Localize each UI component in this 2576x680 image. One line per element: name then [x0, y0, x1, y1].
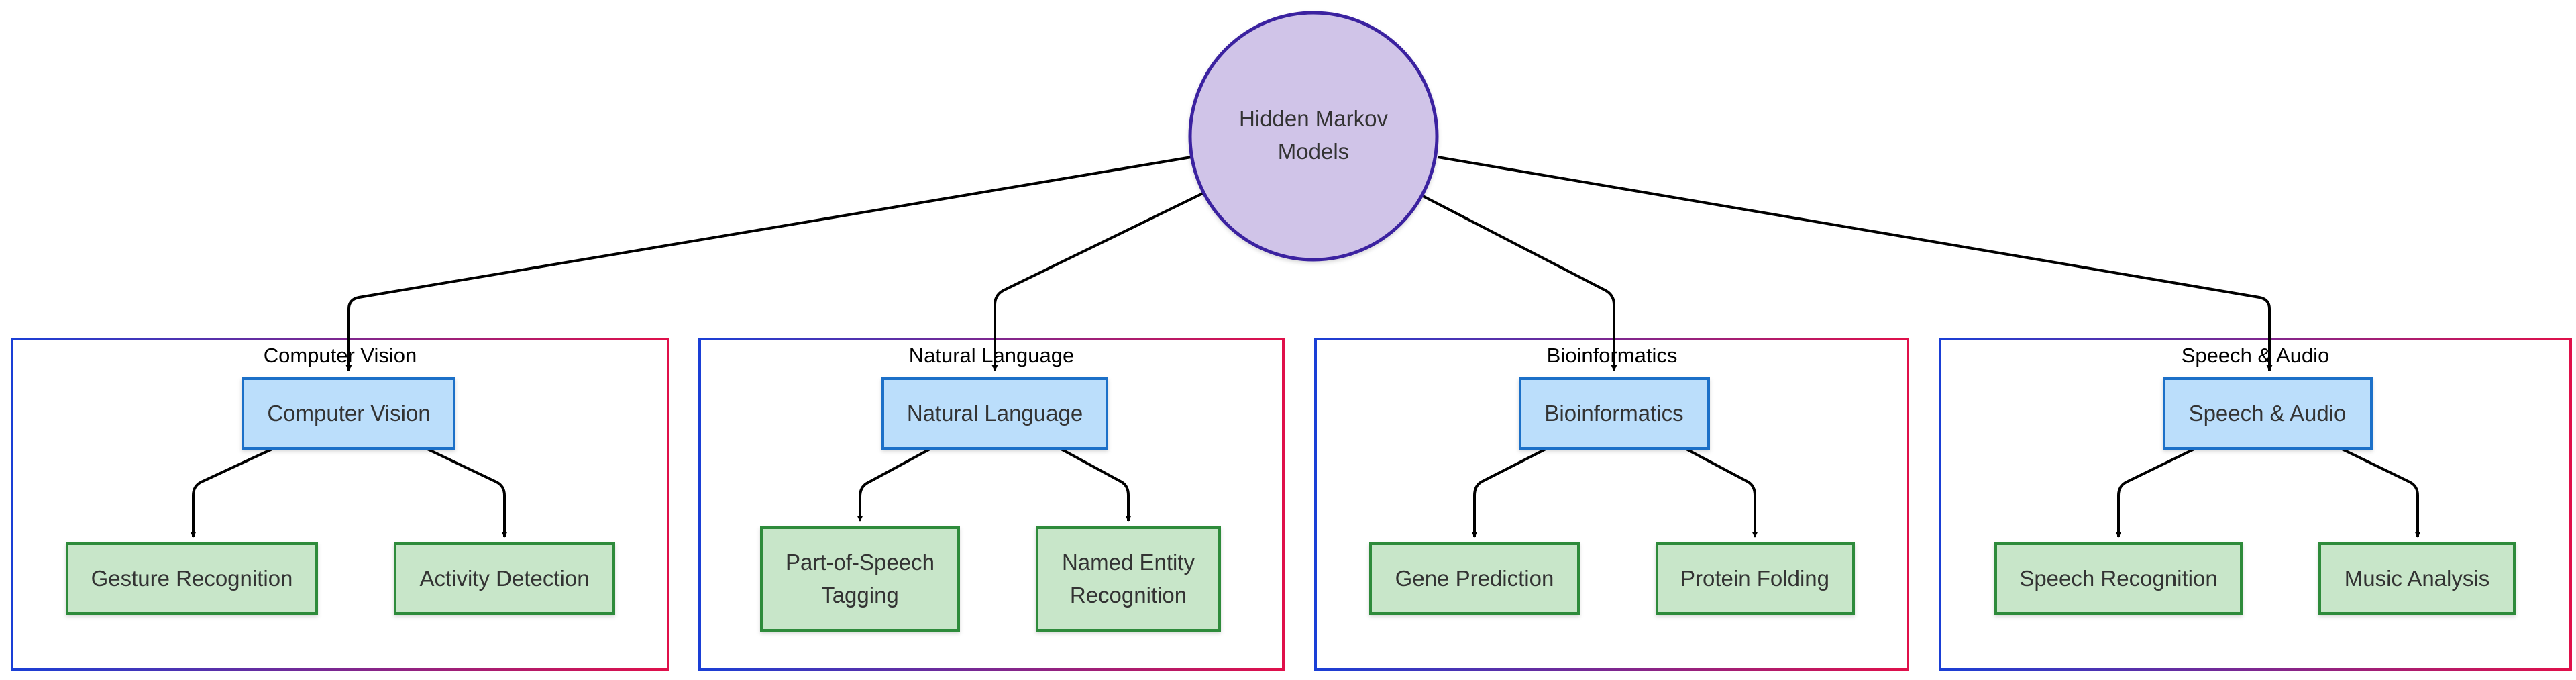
root-node[interactable]: Hidden Markov Models	[1188, 11, 1439, 262]
node-part-of-speech-tagging[interactable]: Part-of-Speech Tagging	[760, 526, 960, 632]
edge-root-to-bioinformatics	[1422, 195, 1617, 371]
edge-root-to-natural-language	[991, 192, 1203, 371]
node-label: Natural Language	[907, 401, 1083, 426]
node-bioinformatics[interactable]: Bioinformatics	[1519, 377, 1710, 450]
node-named-entity-recognition[interactable]: Named Entity Recognition	[1036, 526, 1221, 632]
node-box	[2318, 542, 2516, 615]
cluster-computer-vision	[11, 338, 669, 671]
cluster-bioinformatics	[1314, 338, 1909, 671]
root-label-line-1: Hidden Markov	[1239, 106, 1388, 131]
node-activity-detection[interactable]: Activity Detection	[394, 542, 615, 615]
node-label: Activity Detection	[419, 566, 589, 591]
node-gene-prediction[interactable]: Gene Prediction	[1369, 542, 1580, 615]
root-circle	[1188, 11, 1439, 262]
node-computer-vision[interactable]: Computer Vision	[241, 377, 455, 450]
node-label: Music Analysis	[2345, 566, 2489, 591]
node-box	[241, 377, 455, 450]
node-label: Gene Prediction	[1395, 566, 1554, 591]
node-box	[1656, 542, 1855, 615]
node-label: Speech & Audio	[2189, 401, 2347, 426]
node-box	[66, 542, 318, 615]
cluster-title-natural-language: Natural Language	[909, 344, 1074, 367]
cluster-frame	[1314, 338, 1909, 671]
edge-speech-to-music	[2339, 446, 2421, 538]
node-box	[1519, 377, 1710, 450]
node-label: Gesture Recognition	[91, 566, 293, 591]
node-natural-language[interactable]: Natural Language	[881, 377, 1108, 450]
cluster-frame	[1939, 338, 2572, 671]
edge-bio-to-gene	[1471, 446, 1549, 538]
cluster-frame	[11, 338, 669, 671]
edge-cv-to-gesture	[190, 446, 276, 538]
node-box	[394, 542, 615, 615]
node-box	[2163, 377, 2373, 450]
edge-root-to-speech-audio	[1437, 156, 2273, 371]
edge-speech-to-recognition	[2115, 446, 2198, 538]
node-label: Protein Folding	[1680, 566, 1829, 591]
node-box	[1994, 542, 2243, 615]
node-gesture-recognition[interactable]: Gesture Recognition	[66, 542, 318, 615]
cluster-speech-audio	[1939, 338, 2572, 671]
cluster-title-speech-audio: Speech & Audio	[2182, 344, 2330, 367]
node-box	[760, 526, 960, 632]
edge-root-to-computer-vision	[345, 156, 1192, 371]
edges	[190, 156, 2421, 538]
node-box	[1036, 526, 1221, 632]
root-label-line-2: Models	[1278, 139, 1349, 164]
edge-cv-to-activity	[424, 446, 508, 538]
cluster-title-computer-vision: Computer Vision	[264, 344, 417, 367]
cluster-frame	[698, 338, 1285, 671]
edge-nl-to-ner	[1058, 446, 1132, 522]
node-protein-folding[interactable]: Protein Folding	[1656, 542, 1855, 615]
node-label-line-1: Named Entity	[1062, 550, 1195, 575]
cluster-title-bioinformatics: Bioinformatics	[1547, 344, 1678, 367]
node-box	[1369, 542, 1580, 615]
node-label-line-2: Tagging	[821, 583, 899, 608]
node-speech-audio[interactable]: Speech & Audio	[2163, 377, 2373, 450]
node-label-line-1: Part-of-Speech	[786, 550, 934, 575]
node-box	[881, 377, 1108, 450]
edge-nl-to-pos	[857, 446, 933, 522]
node-label: Bioinformatics	[1544, 401, 1683, 426]
node-music-analysis[interactable]: Music Analysis	[2318, 542, 2516, 615]
node-speech-recognition[interactable]: Speech Recognition	[1994, 542, 2243, 615]
node-label: Speech Recognition	[2019, 566, 2217, 591]
node-label: Computer Vision	[267, 401, 430, 426]
node-label-line-2: Recognition	[1070, 583, 1187, 608]
edge-bio-to-protein	[1683, 446, 1758, 538]
cluster-natural-language	[698, 338, 1285, 671]
